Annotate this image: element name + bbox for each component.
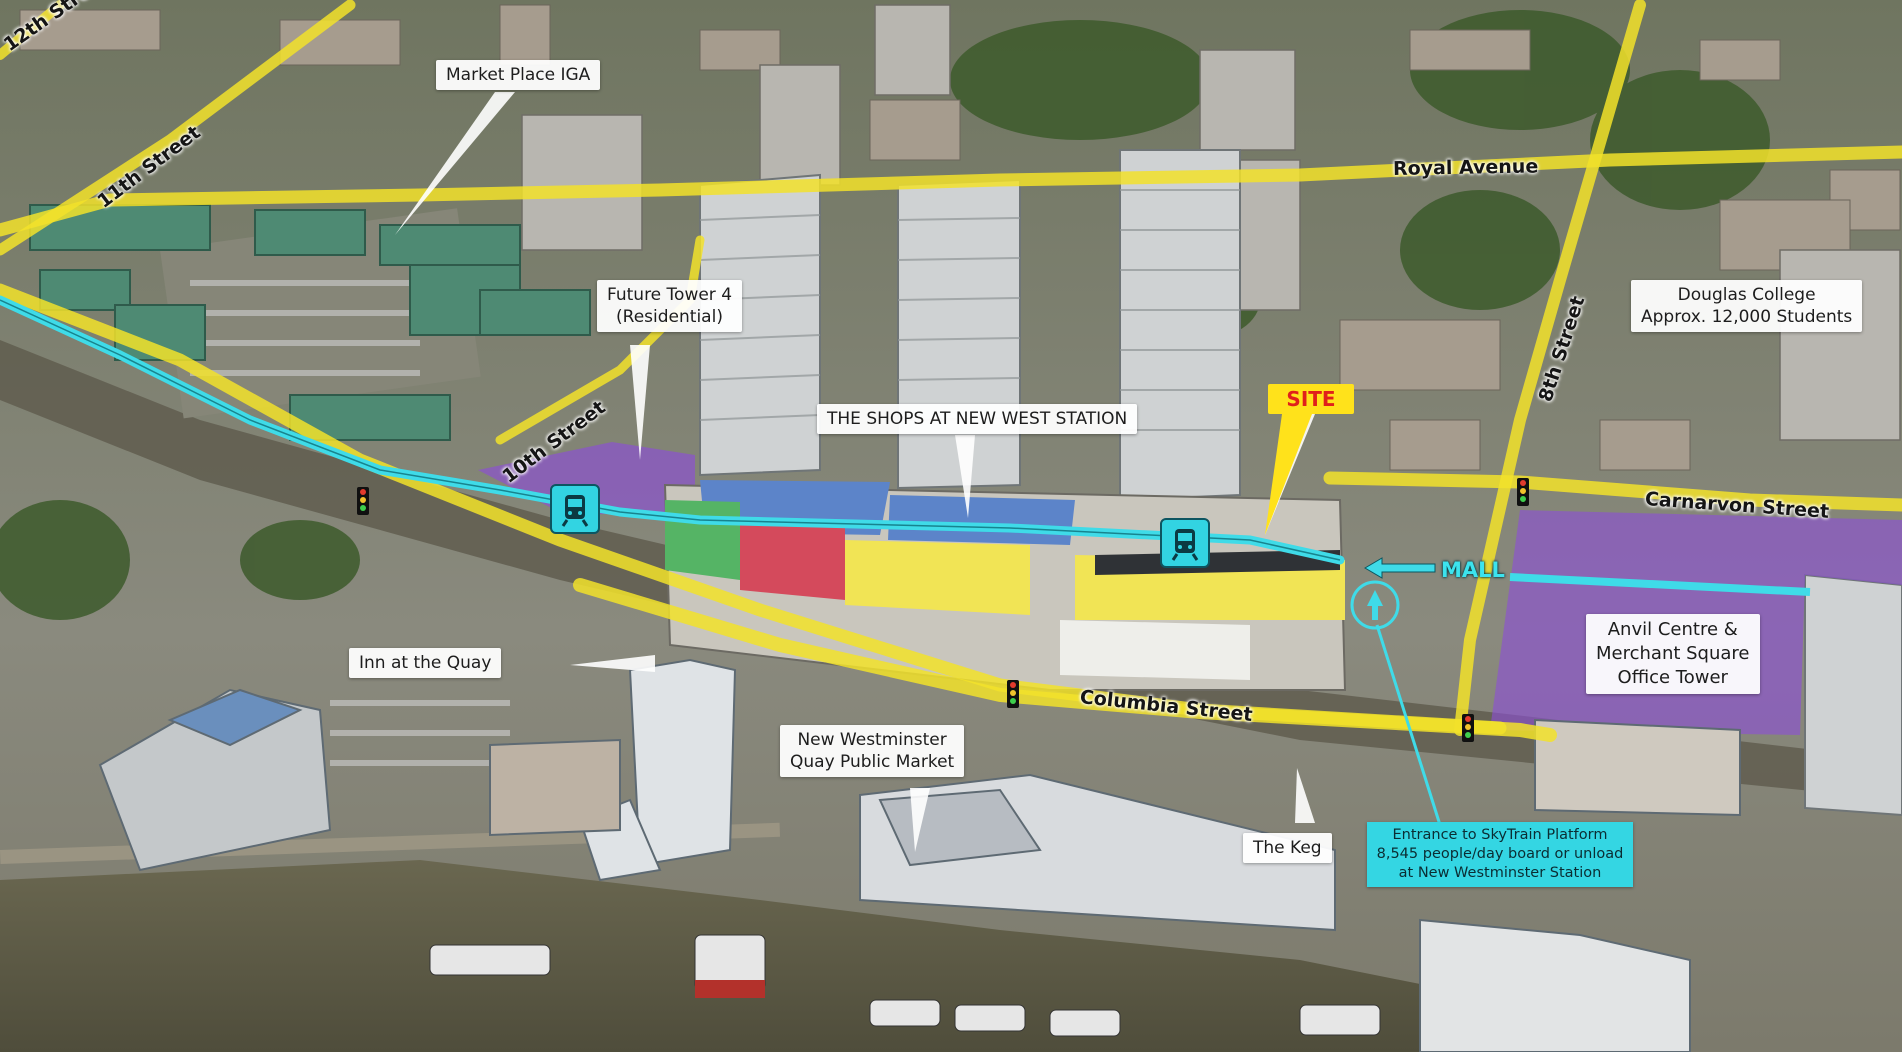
callout-douglas-college: Douglas College Approx. 12,000 Students: [1631, 280, 1863, 332]
traffic-light-icon: [1462, 714, 1474, 742]
waterfront-buildings: [98, 658, 1741, 1052]
eleventh-street-line: [0, 0, 356, 256]
callout-text: 8,545 people/day board or unload: [1376, 846, 1624, 862]
eighth-street-line: [1454, 0, 1646, 736]
entrance-marker-circle: [1350, 580, 1400, 630]
boats: [429, 934, 1381, 1037]
tugboat-hull: [695, 980, 765, 998]
callout-market-place-iga: Market Place IGA: [436, 60, 601, 90]
tenth-upper-line: [495, 235, 705, 445]
street-highlights: [0, 0, 1902, 742]
mall-connector-line: [1509, 573, 1811, 596]
mall-label: MALL: [1441, 558, 1505, 582]
callout-anvil-centre: Anvil Centre & Merchant Square Office To…: [1586, 614, 1760, 694]
callout-text: at New Westminster Station: [1398, 865, 1602, 881]
callout-text: Office Tower: [1617, 667, 1728, 688]
green-roof-buildings: [29, 204, 591, 441]
twelfth-street-line: [0, 0, 65, 60]
parked-cars: [190, 280, 510, 766]
train-station-icon: [1160, 518, 1210, 568]
traffic-light-icon: [1517, 478, 1529, 506]
callout-text: THE SHOPS AT NEW WEST STATION: [827, 409, 1128, 429]
callout-inn-at-the-quay: Inn at the Quay: [349, 648, 502, 678]
callout-public-market: New Westminster Quay Public Market: [780, 725, 965, 777]
entrance-pointer-line: [1375, 624, 1442, 826]
street-label-royal-avenue: Royal Avenue: [1392, 155, 1539, 180]
callout-text: Future Tower 4: [607, 285, 733, 305]
callout-text: Market Place IGA: [446, 65, 591, 85]
columbia-street-line: [573, 578, 1557, 742]
callout-shops-new-west: THE SHOPS AT NEW WEST STATION: [817, 404, 1138, 434]
tower-window-bands: [699, 189, 1240, 431]
site-badge: SITE: [1268, 384, 1354, 414]
mid-rise-buildings: [521, 4, 1901, 441]
callout-text: Merchant Square: [1596, 643, 1750, 664]
callout-text: Quay Public Market: [790, 752, 955, 772]
callout-text: Entrance to SkyTrain Platform: [1392, 827, 1608, 843]
callout-text: Douglas College: [1677, 285, 1816, 305]
callout-text: (Residential): [616, 307, 723, 327]
traffic-light-icon: [357, 487, 369, 515]
royal-avenue-line: [0, 145, 1902, 237]
callout-skytrain-entrance: Entrance to SkyTrain Platform 8,545 peop…: [1367, 822, 1633, 887]
carnarvon-street-line: [1323, 471, 1902, 512]
callout-text: Anvil Centre &: [1607, 619, 1738, 640]
callout-text: Approx. 12,000 Students: [1641, 307, 1853, 327]
callout-text: New Westminster: [797, 730, 947, 750]
train-station-icon: [550, 484, 600, 534]
callout-text: The Keg: [1253, 838, 1322, 858]
callout-pointers: [395, 92, 1315, 852]
traffic-light-icon: [1007, 680, 1019, 708]
mall-arrow: [1364, 557, 1436, 579]
entrance-marker-arrow: [1367, 590, 1383, 620]
callout-the-keg: The Keg: [1243, 833, 1332, 863]
callout-future-tower: Future Tower 4 (Residential): [597, 280, 743, 332]
callout-text: Inn at the Quay: [359, 653, 492, 673]
site-pointer: [1265, 414, 1312, 535]
background-buildings: [19, 4, 1901, 471]
